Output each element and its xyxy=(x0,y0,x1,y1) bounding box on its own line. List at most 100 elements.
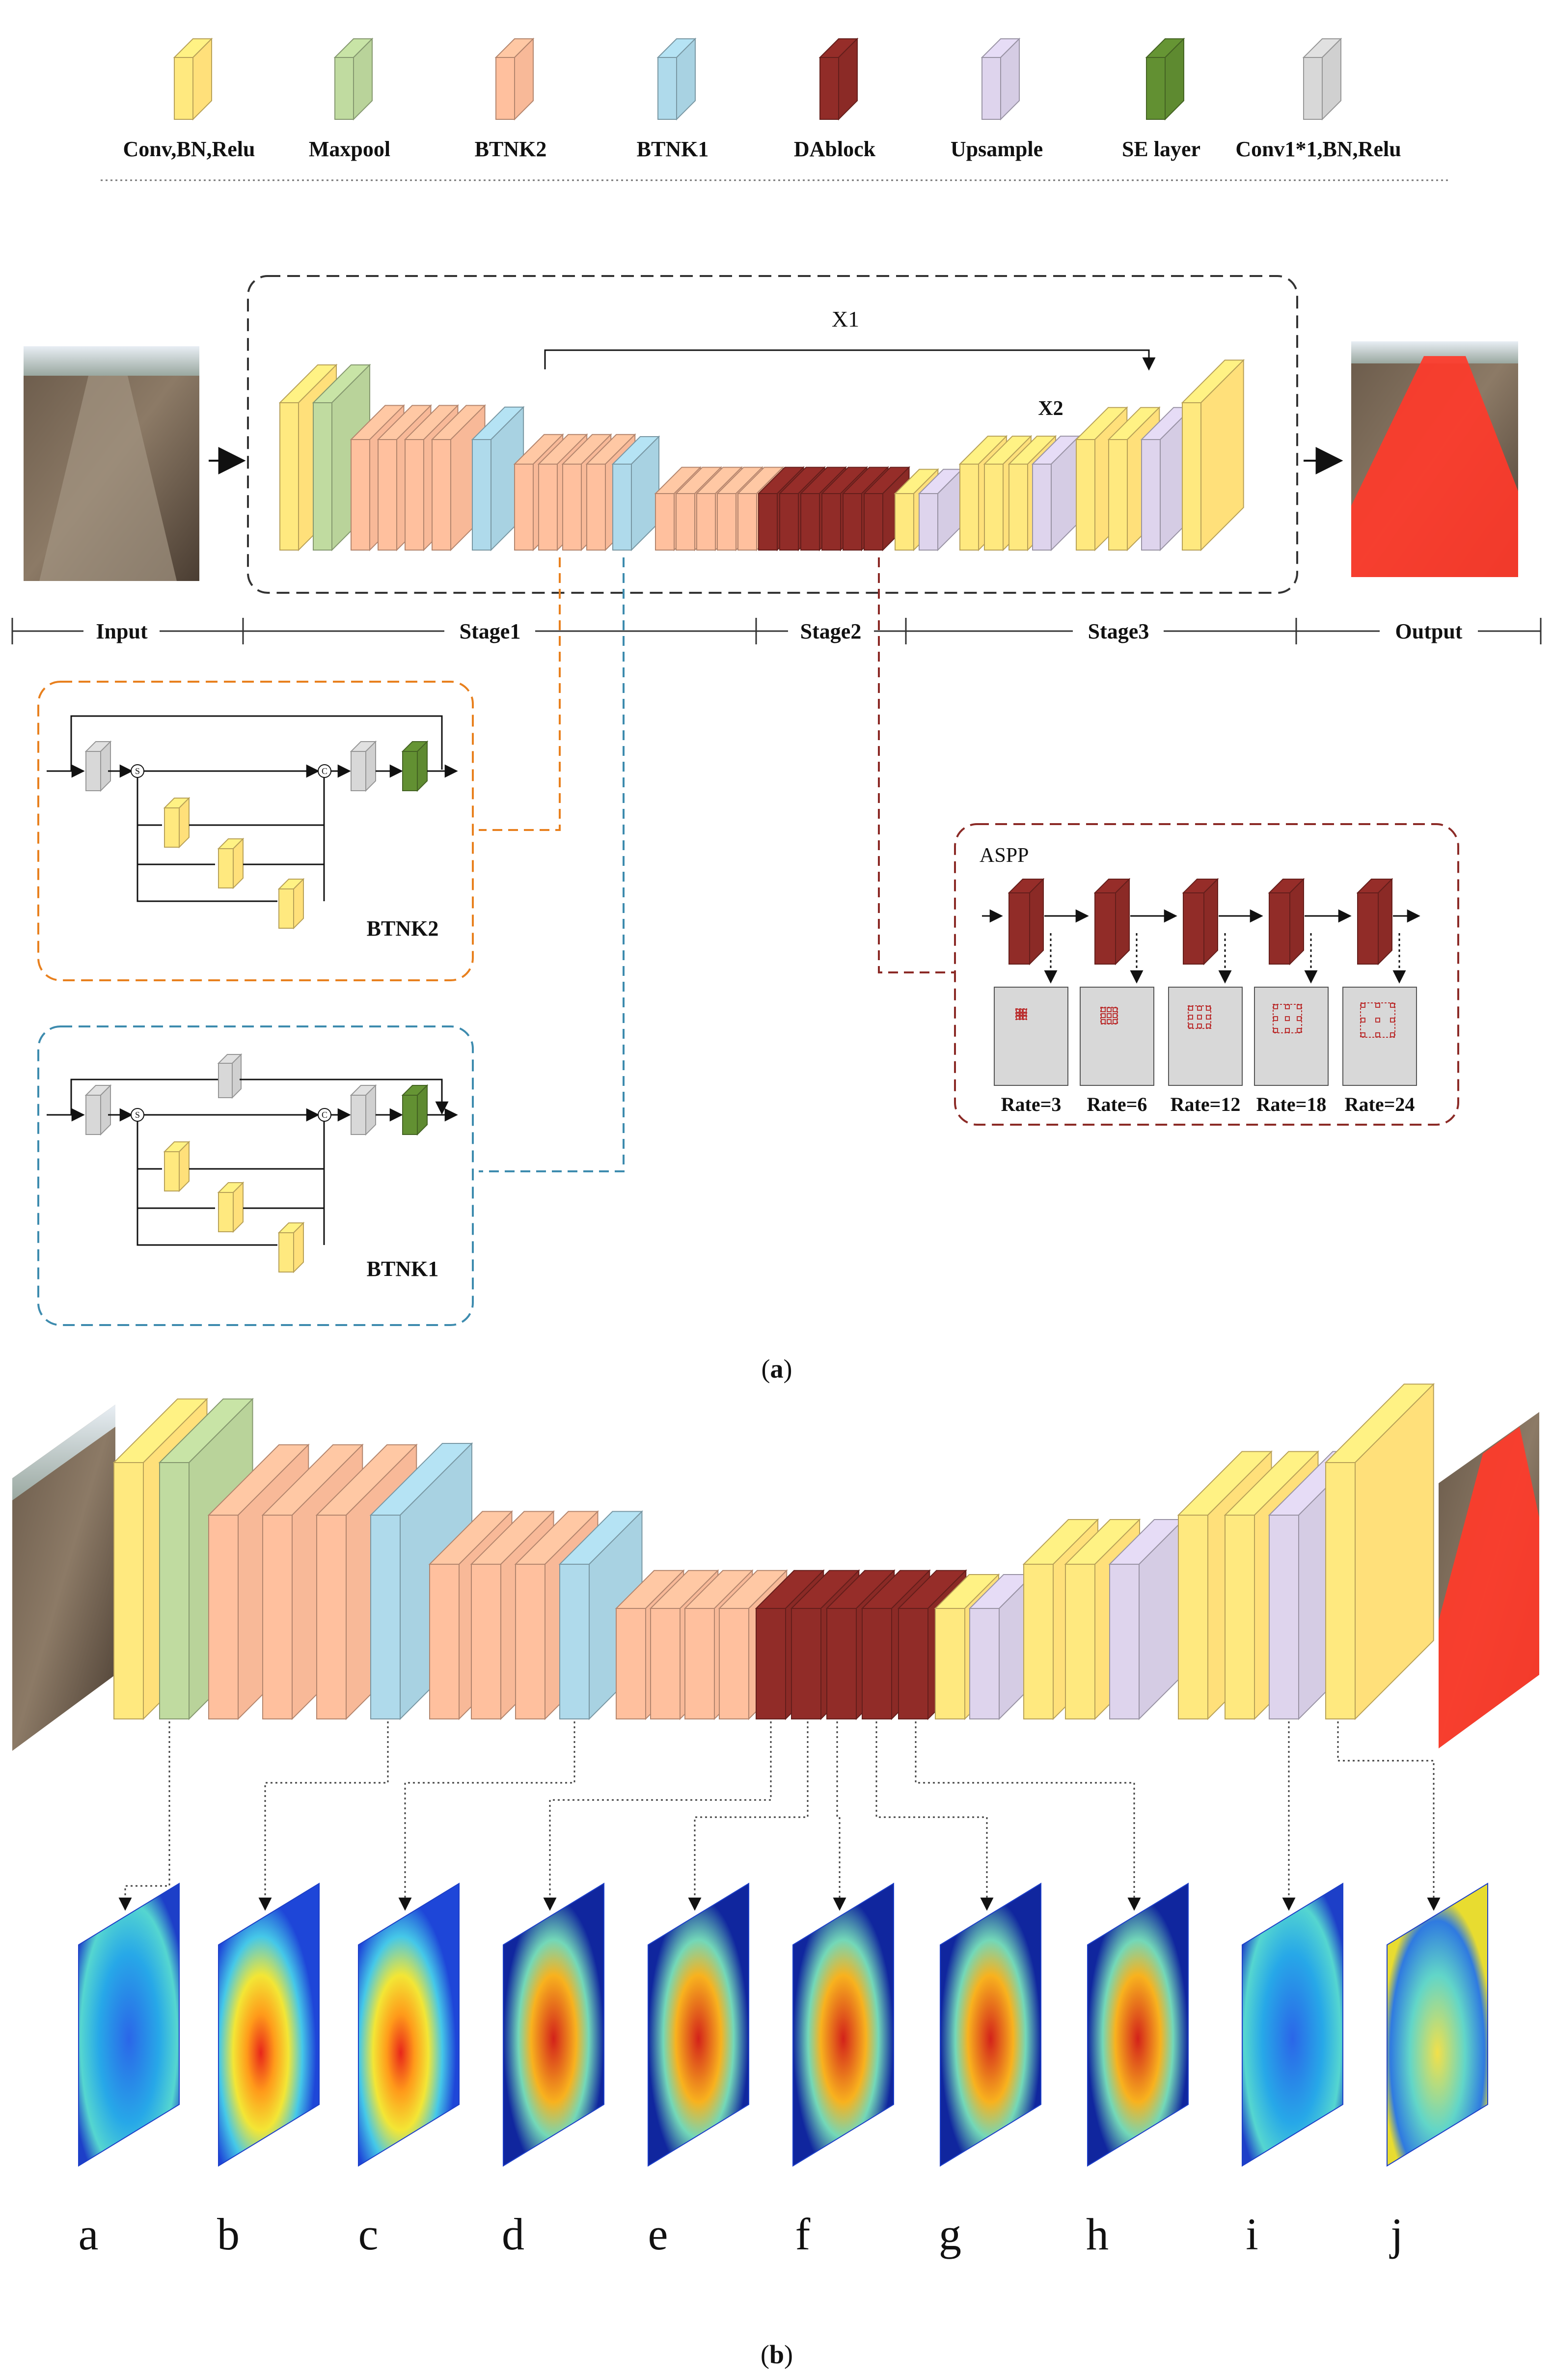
feature-map-d xyxy=(503,1882,604,2167)
feature-map-label-c: c xyxy=(358,2209,379,2259)
input-image xyxy=(24,346,199,581)
btnk1-skip-conv xyxy=(217,1053,243,1099)
output-image xyxy=(1351,341,1518,577)
leader-btnk1 xyxy=(479,557,625,1172)
legend-label-0: Conv,BN,Relu xyxy=(123,137,255,161)
legend-swatch-0 xyxy=(173,37,213,121)
legend-label-2: BTNK2 xyxy=(475,137,547,161)
net-a-block-11 xyxy=(611,435,660,552)
svg-text:S: S xyxy=(135,766,140,776)
net-b-block-27 xyxy=(1324,1383,1435,1720)
feature-map-link-2 xyxy=(398,1721,575,1911)
feature-map-label-f: f xyxy=(795,2209,811,2259)
stage-label-stage1: Stage1 xyxy=(460,619,521,643)
svg-text:C: C xyxy=(322,766,327,776)
btnk2-out-conv xyxy=(350,740,377,792)
legend-item-2: BTNK2 xyxy=(475,37,547,161)
legend-label-1: Maxpool xyxy=(309,137,390,161)
feature-map-label-i: i xyxy=(1246,2209,1258,2259)
aspp-conv-2 xyxy=(1182,878,1219,966)
legend-item-7: Conv1*1,BN,Relu xyxy=(1235,37,1401,161)
feature-map-label-d: d xyxy=(502,2209,524,2259)
btnk1-se xyxy=(401,1084,429,1136)
legend-item-1: Maxpool xyxy=(309,37,390,161)
network-box xyxy=(247,275,1298,594)
legend-label-6: SE layer xyxy=(1122,137,1200,161)
aspp-title: ASPP xyxy=(980,844,1029,867)
stage-label-input: Input xyxy=(96,619,148,643)
aspp-rate-0: Rate=3 xyxy=(1001,1093,1062,1115)
feature-map-c xyxy=(358,1882,460,2167)
net-a-block-24 xyxy=(918,468,963,552)
btnk2-detail-box xyxy=(37,681,474,981)
aspp-conv-3 xyxy=(1268,878,1305,966)
legend-swatch-5 xyxy=(981,37,1021,121)
btnk2-branch-conv3 xyxy=(277,878,305,930)
stage-ruler xyxy=(11,618,1542,644)
btnk1-out-conv xyxy=(350,1084,377,1136)
feature-map-h xyxy=(1087,1882,1189,2167)
btnk1-detail-box xyxy=(37,1025,474,1326)
legend-swatch-4 xyxy=(818,37,859,121)
output-image-b xyxy=(1439,1412,1539,1748)
btnk2-branch-conv1 xyxy=(163,797,191,849)
feature-map-link-9 xyxy=(1337,1721,1441,1911)
caption-b: (b) xyxy=(761,2340,793,2369)
legend-item-4: DAblock xyxy=(794,37,876,161)
skip-label-x2: X2 xyxy=(1038,397,1063,420)
feature-map-g xyxy=(940,1882,1041,2167)
network-blocks-a xyxy=(278,359,1245,552)
aspp-kernel-1 xyxy=(1080,987,1154,1086)
legend-item-0: Conv,BN,Relu xyxy=(123,37,255,161)
feature-map-j xyxy=(1387,1882,1488,2167)
feature-map-label-h: h xyxy=(1086,2209,1109,2259)
feature-map-i xyxy=(1242,1882,1343,2167)
btnk2-se xyxy=(401,740,429,792)
legend-swatch-7 xyxy=(1302,37,1342,121)
stage-label-stage2: Stage2 xyxy=(800,619,862,643)
legend-item-3: BTNK1 xyxy=(637,37,708,161)
btnk1-title: BTNK1 xyxy=(367,1257,439,1281)
feature-map-link-5 xyxy=(833,1721,846,1911)
aspp-conv-1 xyxy=(1093,878,1131,966)
skip-label-x1: X1 xyxy=(832,306,859,332)
feature-map-label-b: b xyxy=(217,2209,240,2259)
input-image-b xyxy=(12,1405,115,1751)
legend-label-7: Conv1*1,BN,Relu xyxy=(1235,137,1401,161)
feature-map-f xyxy=(792,1882,894,2167)
net-b-block-23 xyxy=(1108,1518,1185,1720)
skip-connection-x1 xyxy=(544,349,1156,371)
legend-label-4: DAblock xyxy=(794,137,876,161)
aspp-kernel-2 xyxy=(1168,987,1243,1086)
net-a-block-6 xyxy=(471,406,525,552)
feature-map-link-6 xyxy=(875,1721,994,1911)
legend-swatch-3 xyxy=(656,37,697,121)
btnk1-branch-conv1 xyxy=(163,1140,191,1192)
aspp-conv-0 xyxy=(1008,878,1045,966)
feature-map-label-a: a xyxy=(79,2209,99,2259)
leader-btnk2 xyxy=(479,557,561,831)
caption-a: (a) xyxy=(762,1354,792,1384)
stage-label-stage3: Stage3 xyxy=(1088,619,1149,643)
feature-map-label-e: e xyxy=(648,2209,668,2259)
leader-aspp xyxy=(878,557,955,973)
aspp-detail-box xyxy=(954,823,1459,1126)
net-b-block-5 xyxy=(369,1442,473,1720)
aspp-rate-1: Rate=6 xyxy=(1087,1093,1147,1115)
feature-map-e xyxy=(648,1882,749,2167)
btnk2-in-conv xyxy=(84,740,112,792)
feature-map-link-7 xyxy=(915,1721,1141,1911)
feature-map-b xyxy=(218,1882,320,2167)
aspp-conv-4 xyxy=(1356,878,1393,966)
btnk1-in-conv xyxy=(84,1084,112,1136)
svg-text:S: S xyxy=(135,1110,140,1120)
btnk2-title: BTNK2 xyxy=(367,916,439,941)
feature-map-link-1 xyxy=(258,1721,389,1911)
feature-map-link-0 xyxy=(118,1721,170,1911)
legend-item-6: SE layer xyxy=(1122,37,1200,161)
feature-map-link-4 xyxy=(688,1721,809,1911)
net-a-block-32 xyxy=(1181,359,1245,552)
